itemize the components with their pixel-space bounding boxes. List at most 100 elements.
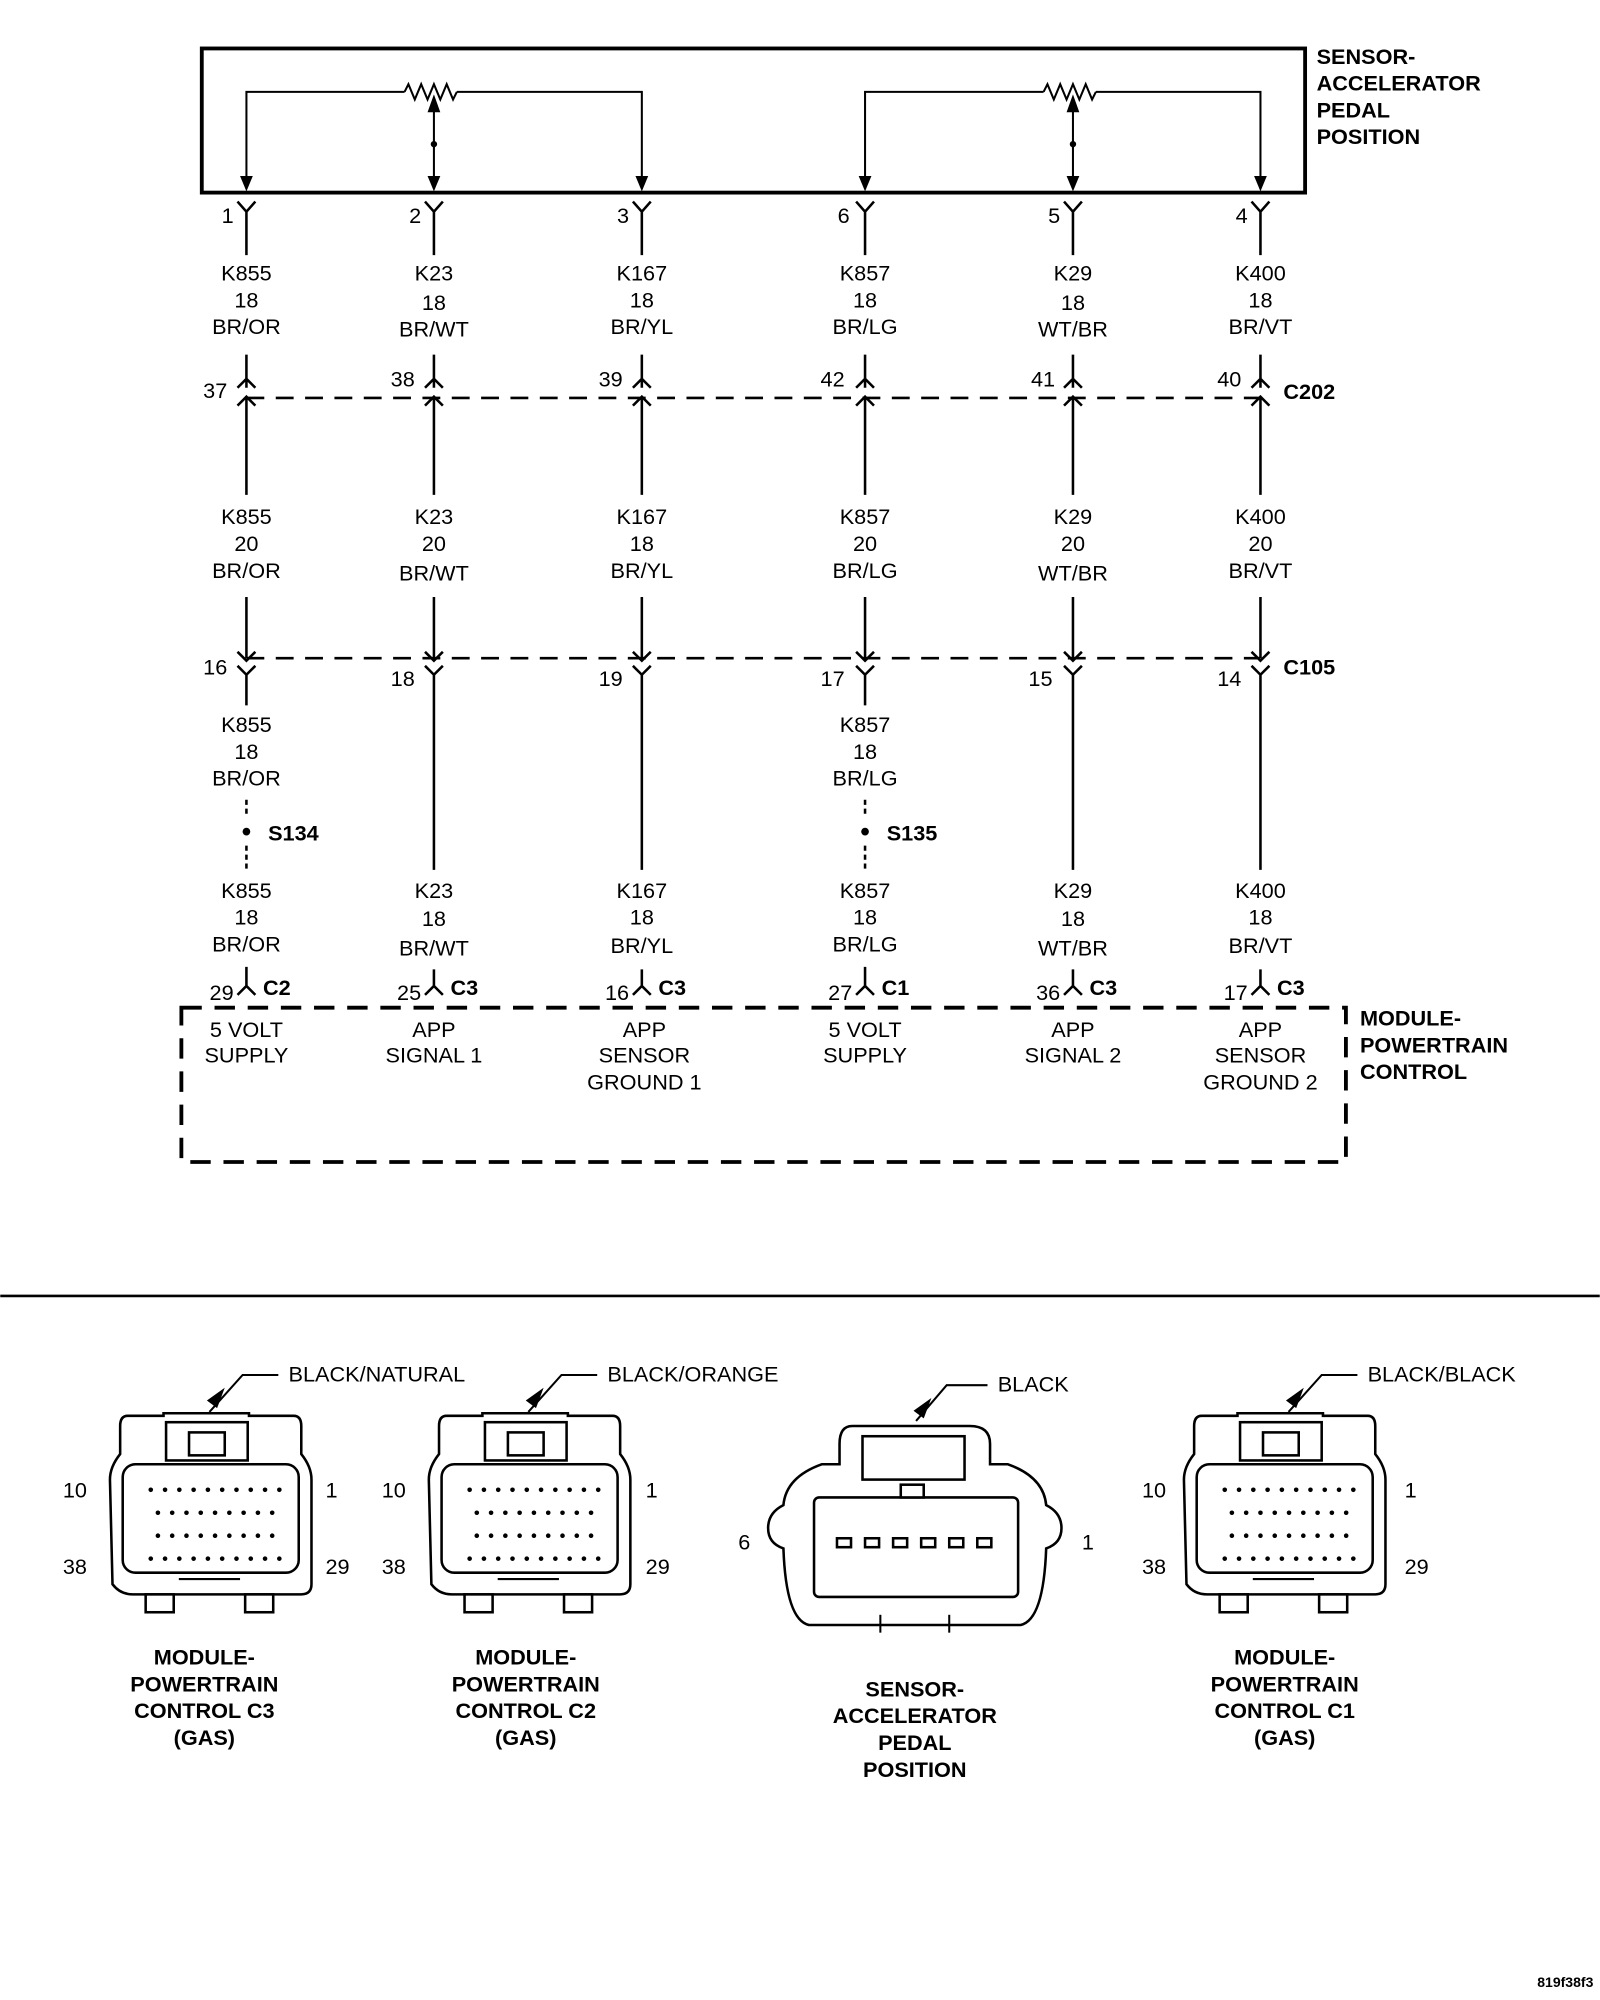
wire-circuit-label: K29 xyxy=(1054,878,1093,903)
connector-pin xyxy=(1322,1556,1328,1561)
connector-c1-pin-29: 29 xyxy=(1405,1554,1429,1579)
pcm-title-line-2: POWERTRAIN xyxy=(1360,1032,1508,1057)
c105-label: C105 xyxy=(1283,655,1335,680)
wire-circuit-label: K23 xyxy=(415,878,454,903)
connector-pin xyxy=(234,1556,239,1561)
connector-pin xyxy=(277,1556,282,1561)
connector-pin xyxy=(198,1510,204,1516)
connector-pin xyxy=(524,1556,530,1561)
wire-color-label: WT/BR xyxy=(1038,317,1108,342)
c202-pin-label: 40 xyxy=(1217,366,1241,391)
pcm-connector-label: C3 xyxy=(1090,975,1118,1000)
connector-view-pcm-c1: BLACK/BLACK 10 1 38 29 MODULE- POWERTRAI… xyxy=(1142,1361,1516,1750)
splice-s135-label: S135 xyxy=(887,821,938,846)
connector-c2-pin-grid xyxy=(467,1487,601,1561)
connector-pin xyxy=(241,1533,246,1539)
connector-c1-pin-1: 1 xyxy=(1405,1477,1417,1502)
splice-s134-label: S134 xyxy=(268,821,319,846)
wire-circuit-label: K857 xyxy=(840,712,891,737)
connector-pin xyxy=(191,1556,196,1561)
wire-circuit-label: K23 xyxy=(415,504,454,529)
wire-gauge-label: 18 xyxy=(234,287,258,312)
connector-pin xyxy=(248,1556,254,1561)
wire-gauge-label: 18 xyxy=(1061,906,1085,931)
connector-pin xyxy=(481,1556,487,1561)
connector-pin xyxy=(1308,1556,1313,1561)
connector-pin xyxy=(588,1510,594,1516)
connector-c2-color-label: BLACK/ORANGE xyxy=(607,1361,778,1386)
connector-pin xyxy=(184,1510,189,1516)
sensor-pin-label: 5 xyxy=(1048,203,1060,228)
pcm-function-label: GROUND 2 xyxy=(1203,1069,1317,1094)
pcm-connector-label: C2 xyxy=(263,975,291,1000)
wire-color-label: WT/BR xyxy=(1038,560,1108,585)
connector-c3-pin-10: 10 xyxy=(63,1477,87,1502)
connector-pin xyxy=(1286,1510,1292,1516)
sensor-pin-label: 4 xyxy=(1236,203,1248,228)
connector-pin xyxy=(495,1556,501,1561)
wire-color-label: BR/OR xyxy=(212,766,281,791)
connector-pin xyxy=(524,1487,530,1493)
connector-pin xyxy=(474,1510,480,1516)
connector-pin xyxy=(269,1533,275,1539)
wire-color-label: BR/YL xyxy=(611,314,674,339)
wire-circuit-label: K855 xyxy=(221,261,272,286)
connector-pin xyxy=(1322,1487,1328,1493)
c105-pin-label: 17 xyxy=(821,666,845,691)
wire-circuit-label: K400 xyxy=(1235,261,1286,286)
connector-pin xyxy=(1336,1487,1342,1493)
connector-pin xyxy=(1222,1487,1228,1493)
circuit-k855-left: 1 K855 18 BR/OR 37 K855 20 BR/OR 16 K855… xyxy=(203,200,319,1068)
pcm-function-label: APP xyxy=(1051,1017,1094,1042)
connector-c2-title-line-3: CONTROL C2 xyxy=(456,1698,596,1723)
connector-c1-pin-38: 38 xyxy=(1142,1554,1166,1579)
connector-pin xyxy=(574,1510,580,1516)
figure-id: 819f38f3 xyxy=(1537,1974,1593,1990)
wire-gauge-label: 18 xyxy=(853,905,877,930)
wire-color-label: BR/WT xyxy=(399,935,469,960)
app-sensor-title-line-1: SENSOR- xyxy=(865,1676,964,1701)
app-sensor-title-line-3: PEDAL xyxy=(878,1730,951,1755)
wire-color-label: WT/BR xyxy=(1038,935,1108,960)
connector-pin xyxy=(503,1510,508,1516)
pcm-pin-label: 27 xyxy=(828,980,852,1005)
wire-gauge-label: 18 xyxy=(1248,905,1272,930)
connector-pin xyxy=(538,1487,544,1493)
connector-pin xyxy=(269,1510,275,1516)
connector-pin xyxy=(588,1533,594,1539)
wire-circuit-label: K400 xyxy=(1235,878,1286,903)
wire-gauge-label: 18 xyxy=(234,739,258,764)
sensor-pin-label: 3 xyxy=(617,203,629,228)
sensor-title-line-4: POSITION xyxy=(1317,124,1421,149)
c202-pin-label: 38 xyxy=(391,366,415,391)
pcm-function-label: APP xyxy=(412,1017,455,1042)
connector-pin xyxy=(191,1487,196,1493)
connector-pin xyxy=(255,1533,261,1539)
pcm-pin-label: 16 xyxy=(605,980,629,1005)
wire-color-label: BR/YL xyxy=(611,558,674,583)
connector-pin xyxy=(205,1487,211,1493)
sensor-title-line-3: PEDAL xyxy=(1317,97,1390,122)
wire-gauge-label: 20 xyxy=(422,531,446,556)
connector-pin xyxy=(574,1533,580,1539)
connector-c2-pin-29: 29 xyxy=(646,1554,670,1579)
connector-pin xyxy=(1301,1510,1306,1516)
connector-pin xyxy=(531,1510,537,1516)
wire-circuit-label: K167 xyxy=(617,504,668,529)
circuit-k167: 3 K167 18 BR/YL 39 K167 18 BR/YL 19 K167… xyxy=(587,200,702,1094)
connector-pin xyxy=(1236,1556,1242,1561)
connector-pin xyxy=(277,1487,282,1493)
connector-pin xyxy=(169,1533,175,1539)
wire-circuit-label: K29 xyxy=(1054,261,1093,286)
connector-pin xyxy=(155,1533,161,1539)
c105-pin-label: 15 xyxy=(1028,666,1052,691)
circuit-k29: 5 K29 18 WT/BR 41 K29 20 WT/BR 15 K29 18… xyxy=(1025,200,1121,1068)
pcm-pin-label: 36 xyxy=(1036,980,1060,1005)
app-sensor-pin-1: 1 xyxy=(1082,1530,1094,1555)
connector-pin xyxy=(1279,1487,1285,1493)
pcm-pin-label: 17 xyxy=(1224,980,1248,1005)
wire-color-label: BR/VT xyxy=(1229,558,1293,583)
connector-pin xyxy=(1301,1533,1306,1539)
connector-pin xyxy=(262,1556,268,1561)
connector-pin xyxy=(1351,1556,1356,1561)
